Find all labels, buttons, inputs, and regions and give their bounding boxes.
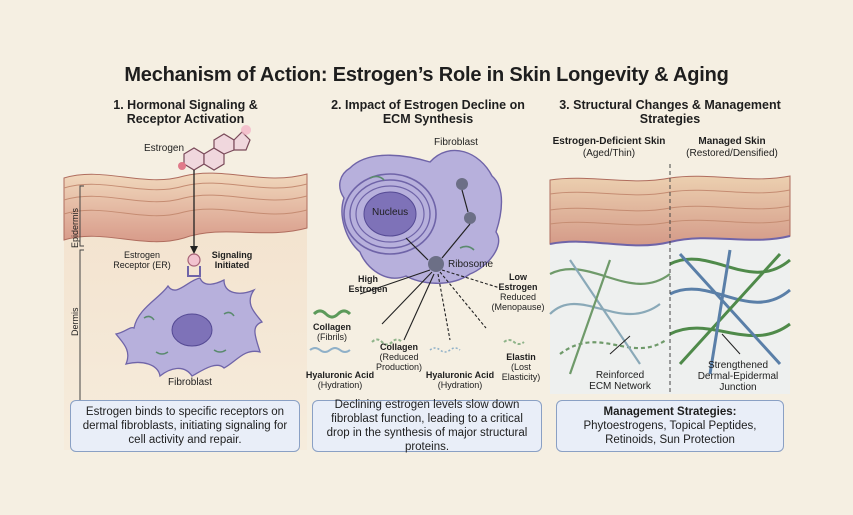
epidermis-layer	[64, 173, 307, 242]
fibroblast-label-2: Fibroblast	[434, 138, 478, 148]
hyaluronic-acid-label-2: Hyaluronic Acid(Hydration)	[424, 370, 496, 390]
panel-structural-changes: 3. Structural Changes & Management Strat…	[550, 98, 790, 454]
golgi-icon	[456, 178, 468, 190]
managed-skin-label: Managed Skin(Restored/Densified)	[674, 136, 790, 160]
collagen-fibrils-icon	[314, 311, 350, 317]
estrogen-label: Estrogen	[144, 144, 184, 154]
elastin-icon	[504, 340, 524, 344]
management-strategies-box: Management Strategies: Phytoestrogens, T…	[556, 400, 784, 452]
ribosome-icon	[428, 256, 444, 272]
hyaluronic-acid-icon	[310, 348, 350, 352]
ribosome-label: Ribosome	[448, 260, 493, 270]
deficient-skin-label: Estrogen-Deficient Skin(Aged/Thin)	[550, 136, 668, 160]
dermis-label: Dermis	[70, 308, 80, 337]
estrogen-receptor-icon	[188, 254, 200, 266]
panel1-heading: 1. Hormonal Signaling & Receptor Activat…	[64, 98, 307, 126]
fibroblast-nucleus	[172, 314, 212, 346]
epidermis-label: Epidermis	[70, 208, 80, 248]
nucleus-label: Nucleus	[372, 208, 408, 218]
estrogen-molecule-icon	[184, 132, 250, 170]
panel-hormonal-signaling: 1. Hormonal Signaling & Receptor Activat…	[64, 98, 307, 454]
collagen-fibrils-label: Collagen(Fibrils)	[310, 322, 354, 342]
panel3-heading: 3. Structural Changes & Management Strat…	[550, 98, 790, 126]
fibroblast-label-1: Fibroblast	[168, 378, 212, 388]
panel1-caption: Estrogen binds to specific receptors on …	[70, 400, 300, 452]
panel2-heading: 2. Impact of Estrogen Decline on ECM Syn…	[310, 98, 546, 126]
hyaluronic-acid-label-1: Hyaluronic Acid(Hydration)	[304, 370, 376, 390]
panel-estrogen-decline: 2. Impact of Estrogen Decline on ECM Syn…	[310, 98, 546, 454]
panel2-caption: Declining estrogen levels slow down fibr…	[312, 400, 542, 452]
page-title: Mechanism of Action: Estrogen’s Role in …	[0, 64, 853, 87]
